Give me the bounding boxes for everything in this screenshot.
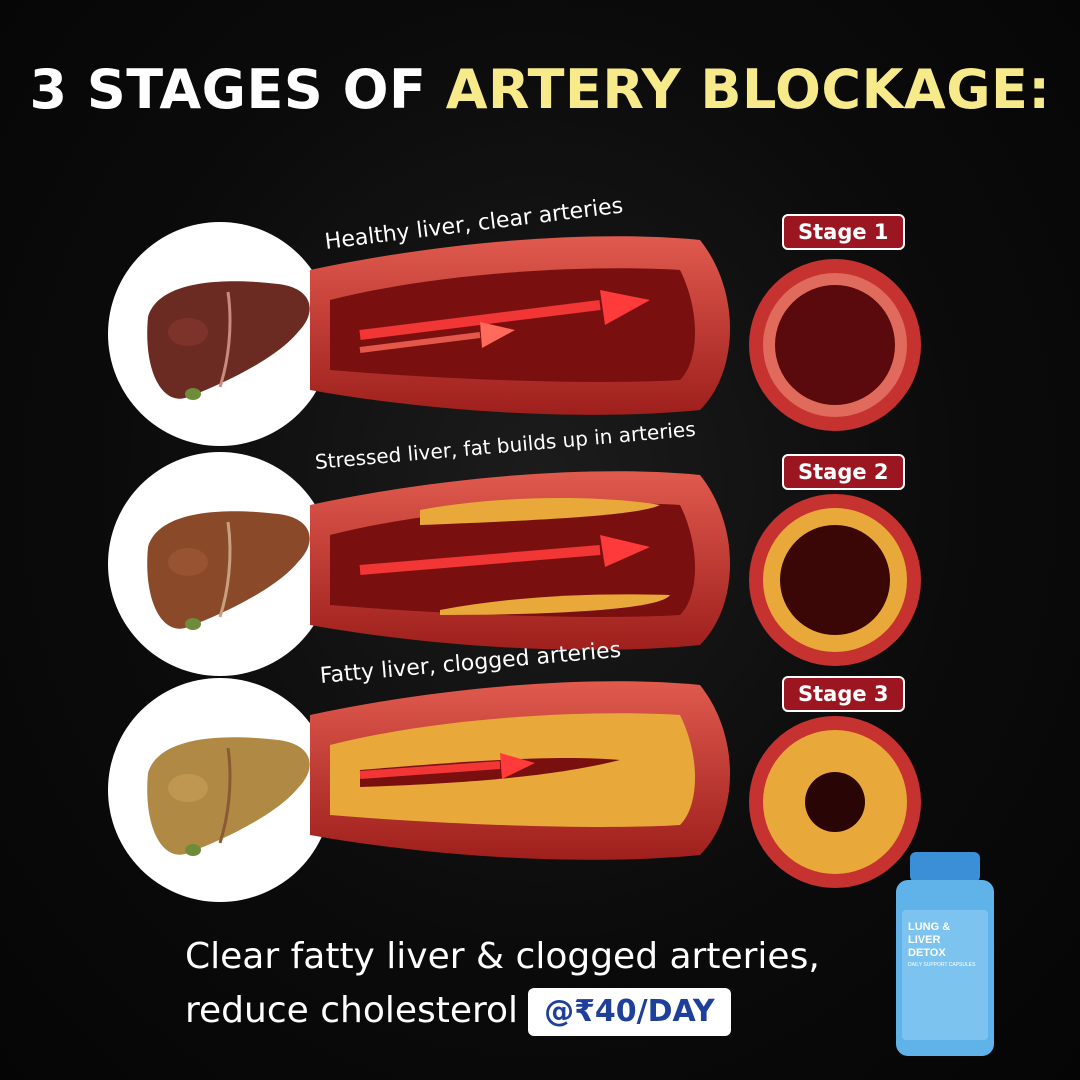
stage-badge-3: Stage 3 [782,676,905,712]
liver-image-fatty [108,678,332,902]
tagline-line-2-text: reduce cholesterol [185,990,519,1031]
artery-stage-2 [310,471,730,650]
liver-image-stressed [108,452,332,676]
stage-row-2: Stressed liver, fat builds up in arterie… [0,417,1080,690]
tagline-line-2: reduce cholesterol@₹40/DAY [185,984,820,1038]
product-label-line-2: LIVER [908,934,940,946]
product-label-subtitle: DAILY SUPPORT CAPSULES [908,962,976,968]
bottom-tagline: Clear fatty liver & clogged arteries, re… [185,930,820,1038]
page-title: 3 STAGES OF ARTERY BLOCKAGE: [0,58,1080,121]
product-bottle: LUNG & LIVER DETOX DAILY SUPPORT CAPSULE… [890,850,1000,1064]
stage-badge-2: Stage 2 [782,454,905,490]
tagline-line-1: Clear fatty liver & clogged arteries, [185,936,820,977]
liver-image-healthy [108,222,332,446]
cross-section-stage-1 [749,259,921,431]
stage-badge-1: Stage 1 [782,214,905,250]
product-label-line-1: LUNG & [908,921,950,933]
artery-stage-1 [310,236,730,415]
cross-section-stage-3 [749,716,921,888]
stage-row-3: Fatty liver, clogged arteries Stage 3 [0,638,1080,910]
cross-section-stage-2 [749,494,921,666]
price-badge: @₹40/DAY [528,988,731,1036]
title-part-1: 3 STAGES OF [29,58,446,121]
stage-row-1: Healthy liver, clear arteries Stage 1 [0,190,1080,450]
product-label-line-3: DETOX [908,947,946,959]
title-highlight: ARTERY BLOCKAGE: [445,58,1051,121]
artery-stage-3 [310,681,730,860]
